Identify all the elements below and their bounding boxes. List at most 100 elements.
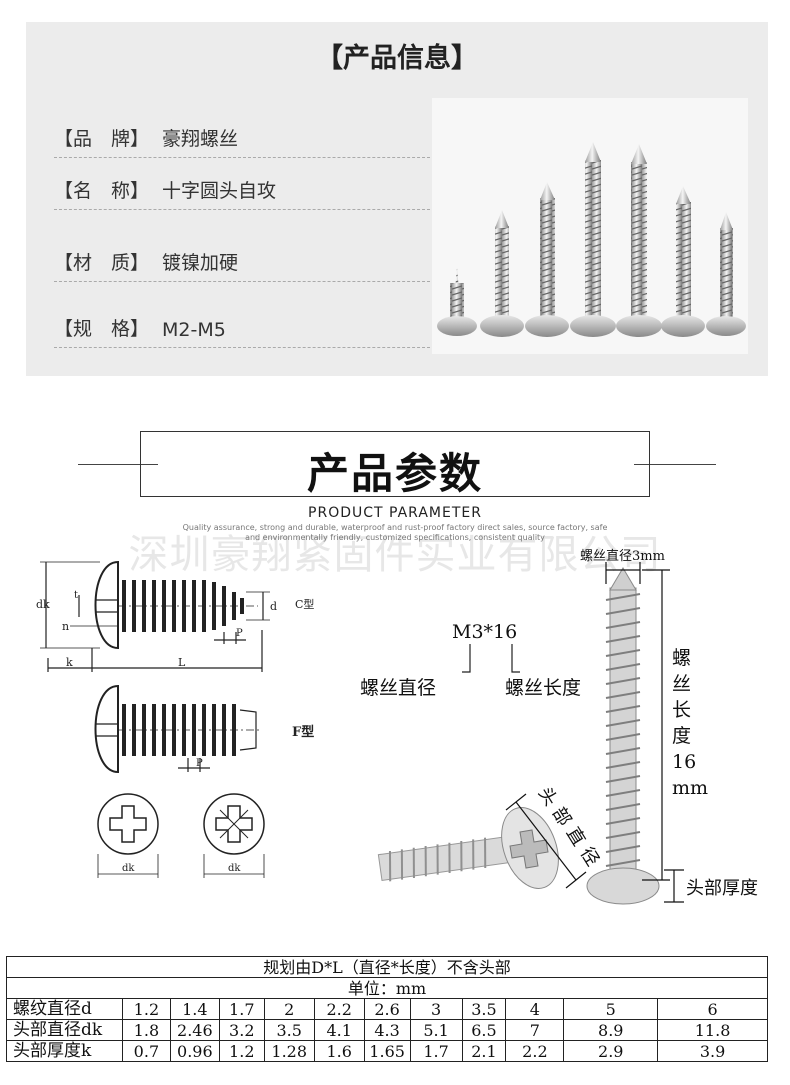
table-cell: 7 [505, 1019, 565, 1041]
product-info-panel: 【产品信息】 【品 牌】 豪翔螺丝 【名 称】 十字圆头自攻 【材 质】 镀镍加… [26, 22, 768, 376]
info-label: 【规 格】 [54, 318, 150, 340]
label-dk: dk [36, 598, 50, 611]
table-cell: 1.4 [169, 998, 220, 1020]
info-row-brand: 【品 牌】 豪翔螺丝 [54, 120, 430, 158]
label-l: L [178, 656, 186, 669]
param-subtitle: PRODUCT PARAMETER [308, 505, 482, 521]
table-caption: 规划由D*L（直径*长度）不含头部 [6, 956, 768, 978]
screw-3 [525, 182, 569, 337]
product-photo [432, 98, 748, 354]
top-diameter-label: 螺丝直径3mm [580, 549, 665, 564]
screw-6 [661, 186, 705, 337]
label-n: n [62, 620, 69, 633]
head-diameter-char: 部 [548, 804, 575, 830]
info-row-material: 【材 质】 镀镍加硬 [54, 244, 430, 282]
side-length-char: 度 [672, 725, 691, 747]
side-length-label: 螺 丝 长 度 16 mm [672, 647, 708, 799]
table-row: 头部厚度k 0.7 0.96 1.2 1.28 1.6 1.65 1.7 2.1… [6, 1040, 768, 1062]
info-label: 【品 牌】 [54, 128, 150, 150]
label-p: P [236, 628, 243, 639]
label-k: k [66, 656, 73, 669]
info-title: 【产品信息】 [316, 43, 478, 74]
table-unit-row: 单位：mm [6, 977, 768, 999]
table-cell: 2.1 [461, 1040, 507, 1062]
side-length-char: 螺 [672, 647, 691, 669]
table-cell: 1.8 [121, 1019, 171, 1041]
label-t: t [74, 590, 78, 601]
label-dk-cross: dk [122, 863, 135, 874]
table-cell: 4.1 [313, 1019, 365, 1041]
table-cell: 0.96 [169, 1040, 220, 1062]
table-unit: 单位：mm [6, 977, 768, 999]
row-header: 头部厚度k [6, 1040, 123, 1062]
screw-4 [570, 142, 616, 337]
spec-table: 规划由D*L（直径*长度）不含头部 单位：mm 螺纹直径d 1.2 1.4 1.… [6, 956, 768, 1062]
label-d: d [270, 600, 277, 613]
label-dk-pozi: dk [228, 863, 241, 874]
f-type-drawing [94, 684, 262, 774]
tilted-screw [377, 807, 559, 889]
side-length-char: 丝 [672, 673, 691, 695]
table-cell: 4.3 [363, 1019, 411, 1041]
side-length-char: 16 [672, 751, 696, 773]
label-c-type: C型 [295, 597, 314, 611]
screw-1 [437, 268, 477, 336]
technical-diagram: dk t n d k L P C型 [0, 540, 790, 940]
table-cell: 2.2 [505, 1040, 565, 1062]
param-heading-box: 产品参数 [140, 431, 650, 498]
side-length-char: mm [672, 777, 708, 799]
table-cell: 3.5 [461, 998, 507, 1020]
table-cell: 2.2 [313, 998, 365, 1020]
table-cell: 3 [409, 998, 463, 1020]
table-cell: 3.5 [263, 1019, 315, 1041]
heading-rule-left [78, 464, 158, 465]
head-view-cross [97, 793, 159, 878]
info-row-name: 【名 称】 十字圆头自攻 [54, 172, 430, 210]
info-value: 镀镍加硬 [162, 252, 239, 274]
table-cell: 2 [263, 998, 315, 1020]
table-cell: 3.9 [657, 1040, 768, 1062]
head-diameter-char: 径 [576, 844, 603, 870]
table-cell: 2.46 [169, 1019, 220, 1041]
info-label: 【材 质】 [54, 252, 150, 274]
row-header: 头部直径dk [6, 1019, 123, 1041]
tagline-line-2: and environmentally friendly, customized… [245, 533, 545, 542]
diagram-svg: dk t n d k L P C型 [36, 549, 758, 905]
vertical-dimensions [605, 562, 684, 903]
table-cell: 1.65 [363, 1040, 411, 1062]
screw-2 [480, 210, 524, 337]
table-cell: 1.7 [218, 998, 265, 1020]
info-label: 【名 称】 [54, 180, 150, 202]
screw-7 [706, 212, 746, 336]
table-cell: 8.9 [563, 1019, 659, 1041]
table-cell: 2.9 [563, 1040, 659, 1062]
table-cell: 1.7 [409, 1040, 463, 1062]
head-diameter-char: 直 [562, 824, 589, 850]
table-cell: 1.28 [263, 1040, 315, 1062]
table-cell: 5 [563, 998, 659, 1020]
info-row-spec: 【规 格】 M2-M5 [54, 310, 430, 348]
diameter-label: 螺丝直径 [360, 677, 436, 699]
table-row: 头部直径dk 1.8 2.46 3.2 3.5 4.1 4.3 5.1 6.5 … [6, 1019, 768, 1041]
table-cell: 6 [657, 998, 768, 1020]
model-label: M3*16 [452, 621, 517, 643]
tagline-line-1: Quality assurance, strong and durable, w… [182, 523, 608, 532]
screws-photo-illustration [437, 142, 746, 337]
side-length-char: 长 [672, 699, 691, 721]
head-diameter-dimension [505, 793, 587, 889]
head-thickness-label: 头部厚度 [686, 878, 758, 899]
label-p-f: P [196, 758, 203, 769]
table-caption-row: 规划由D*L（直径*长度）不含头部 [6, 956, 768, 978]
head-view-pozi [203, 793, 265, 878]
info-value: M2-M5 [162, 319, 226, 341]
table-cell: 5.1 [409, 1019, 463, 1041]
table-cell: 0.7 [121, 1040, 171, 1062]
vertical-screw [586, 567, 660, 905]
model-leaders [462, 644, 520, 673]
info-value: 十字圆头自攻 [162, 180, 277, 202]
head-diameter-char: 头 [534, 784, 561, 810]
row-header: 螺纹直径d [6, 998, 123, 1020]
info-value: 豪翔螺丝 [162, 128, 239, 150]
table-cell: 1.2 [121, 998, 171, 1020]
table-cell: 1.2 [218, 1040, 265, 1062]
